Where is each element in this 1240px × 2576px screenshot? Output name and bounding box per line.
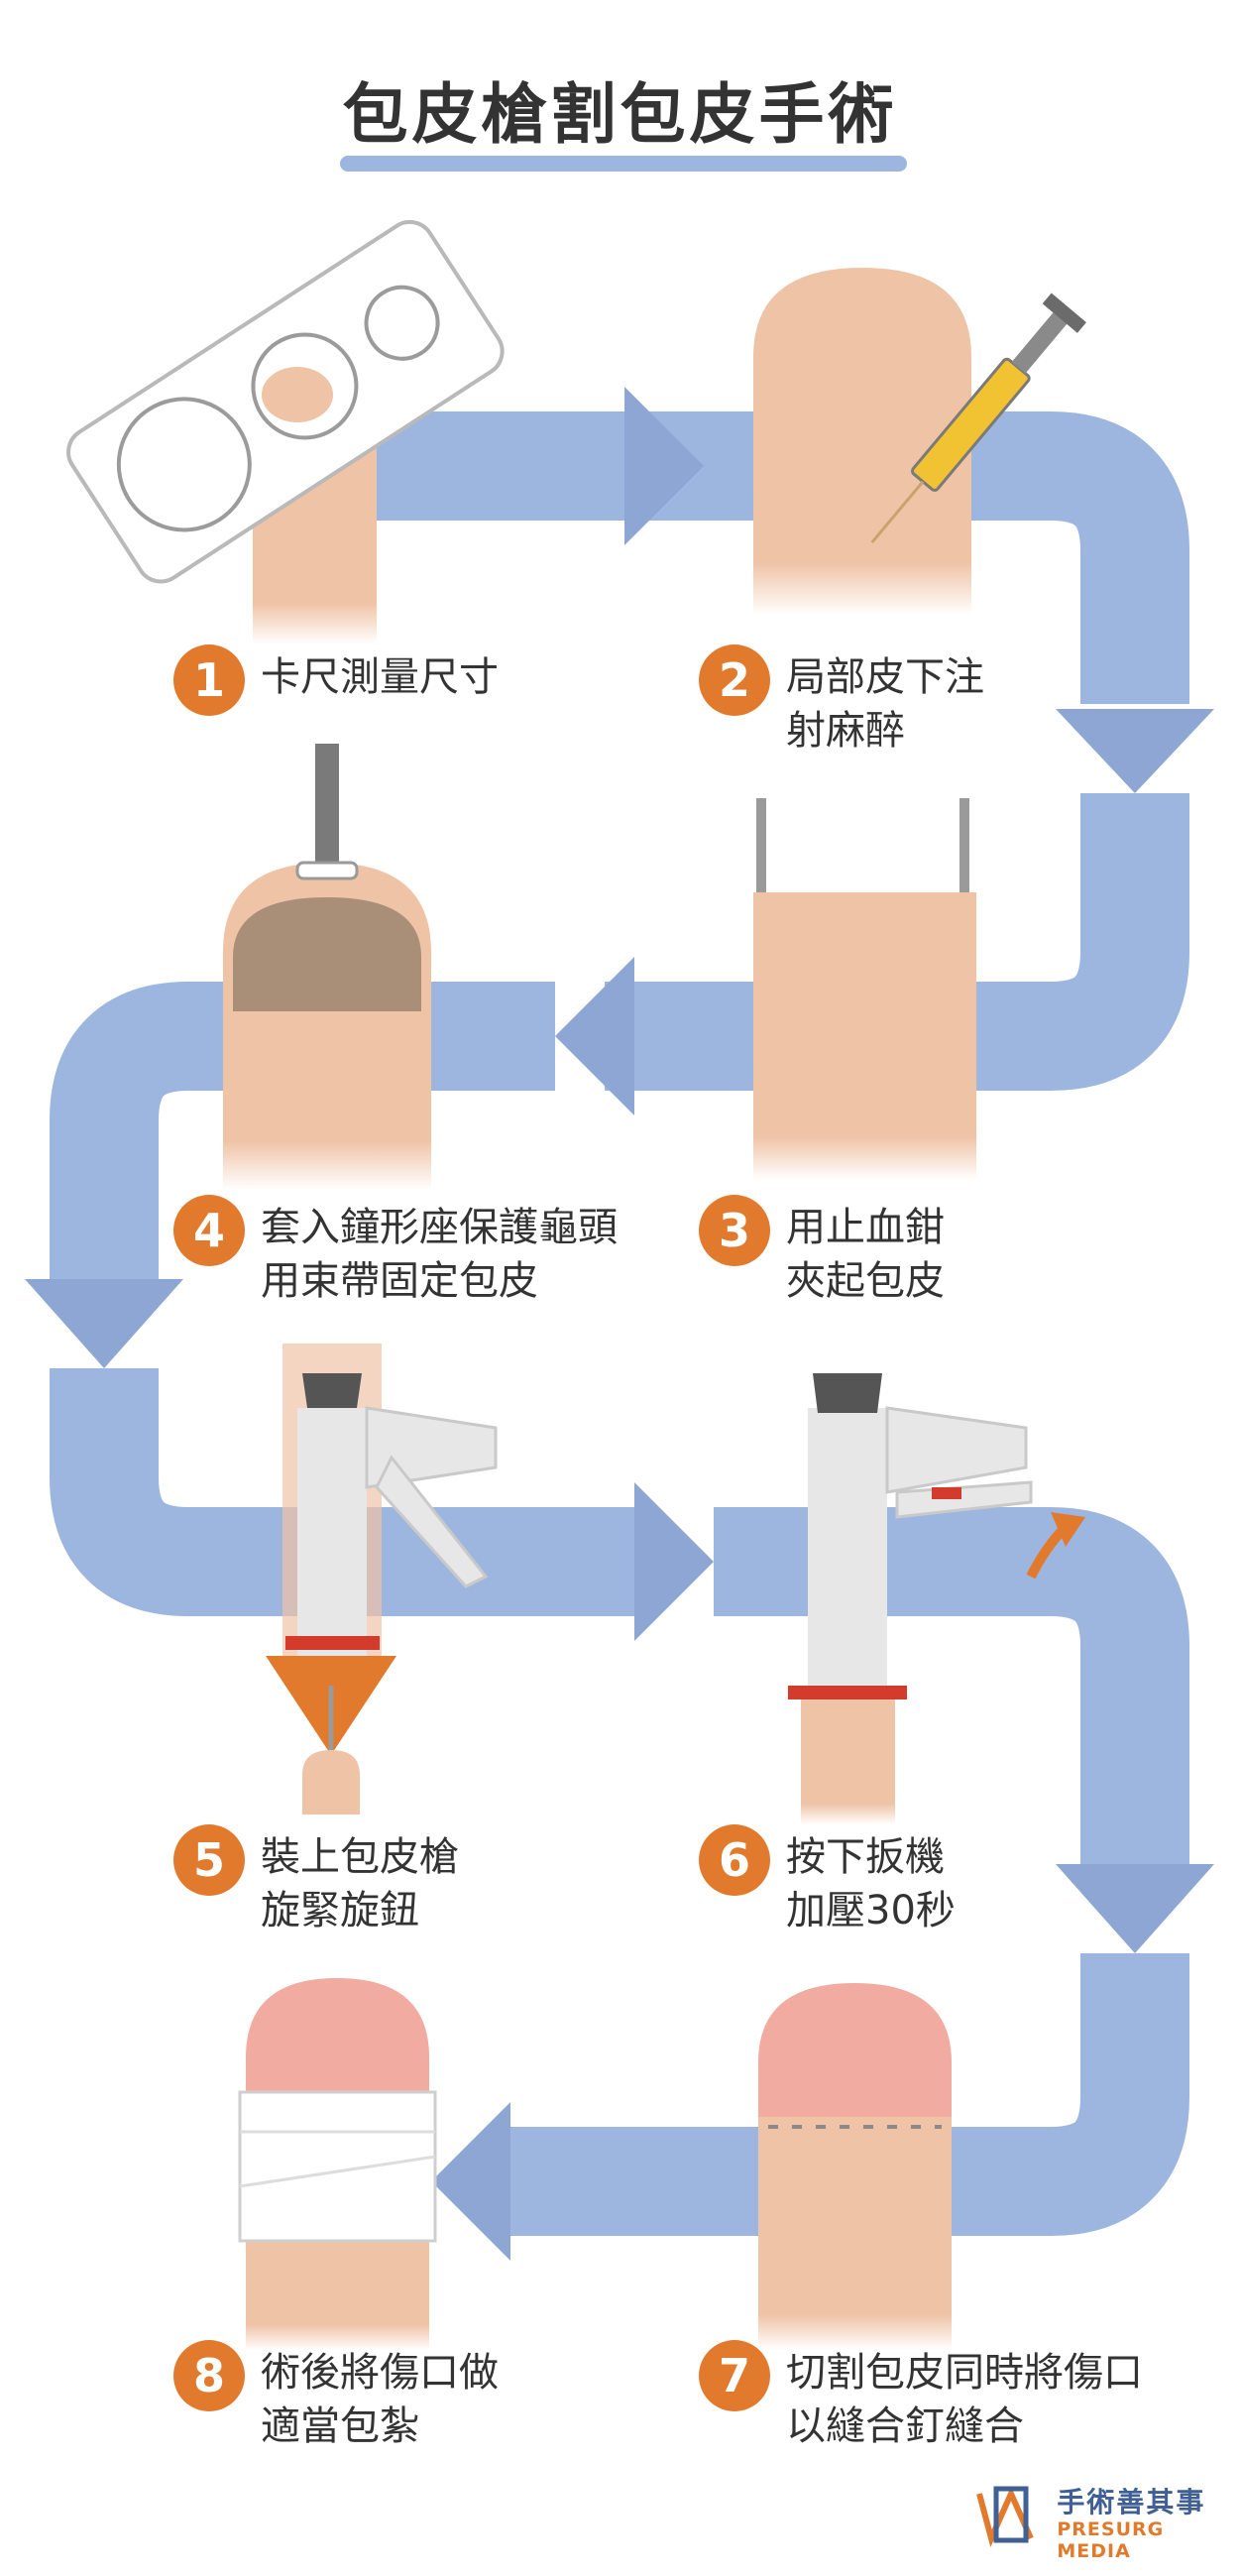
step5-illustration (266, 1344, 498, 1815)
step-label: 套入鐘形座保護龜頭 用束帶固定包皮 (261, 1205, 618, 1304)
step-label: 裝上包皮槍 旋緊旋鈕 (261, 1834, 459, 1933)
flow-arrow (50, 411, 1189, 2236)
gun-knob-icon-2 (813, 1373, 882, 1413)
step2-illustration (753, 268, 1086, 615)
clamp-right-icon (959, 798, 969, 892)
arrowhead-6 (1056, 1864, 1214, 1953)
arrowhead-3 (555, 957, 634, 1115)
step8-illustration (238, 1978, 437, 2350)
step-label: 按下扳機 加壓30秒 (786, 1834, 956, 1933)
arrowhead-2 (1056, 709, 1214, 793)
step-7: 7 切割包皮同時將傷口 以縫合釘縫合 (699, 2340, 1143, 2453)
band-icon (295, 861, 359, 880)
step-number-badge: 6 (699, 1824, 770, 1896)
step-4: 4 套入鐘形座保護龜頭 用束帶固定包皮 (173, 1195, 618, 1308)
step-label: 卡尺測量尺寸 (261, 654, 499, 700)
bandage-icon (238, 2090, 437, 2243)
step-number-badge: 2 (699, 644, 770, 716)
step-6: 6 按下扳機 加壓30秒 (699, 1824, 956, 1937)
step-number-badge: 3 (699, 1195, 770, 1266)
step-number-badge: 8 (173, 2340, 245, 2411)
step1-illustration (66, 219, 505, 644)
step6-illustration (788, 1373, 1085, 1824)
step-label: 用止血鉗 夾起包皮 (786, 1205, 945, 1304)
flow-arrow-row1 (377, 411, 1189, 704)
bell-icon (233, 897, 421, 1011)
brand-logo-icon (976, 2486, 1034, 2547)
arrow-heads (25, 387, 1214, 2261)
flow-arrow-row2b (50, 982, 555, 1279)
step-label: 切割包皮同時將傷口 以縫合釘縫合 (786, 2350, 1143, 2449)
flow-arrow-row3b (714, 1507, 1189, 1864)
page-title: 包皮槍割包皮手術 (342, 76, 898, 153)
clamp-left-icon (756, 798, 766, 892)
flow-arrow-row2 (605, 793, 1189, 1091)
brand-name-en: PRESURG MEDIA (1057, 2518, 1165, 2562)
step4-illustration (223, 744, 431, 1190)
flow-arrow-row3 (50, 1368, 654, 1616)
step-number-badge: 1 (173, 644, 245, 716)
step-label: 局部皮下注 射麻醉 (786, 654, 984, 754)
arrowhead-5 (634, 1482, 714, 1641)
syringe-icon (870, 293, 1086, 544)
flow-arrow-row4 (510, 1953, 1189, 2236)
step-number-badge: 4 (173, 1195, 245, 1266)
step-label: 術後將傷口做 適當包紮 (261, 2350, 499, 2449)
step-1: 1 卡尺測量尺寸 (173, 644, 499, 716)
brand-mark: 手術善其事 PRESURG MEDIA (991, 2486, 1240, 2563)
title-underline (340, 156, 907, 172)
arrowhead-1 (624, 387, 704, 545)
step-5: 5 裝上包皮槍 旋緊旋鈕 (173, 1824, 459, 1937)
step-number-badge: 5 (173, 1824, 245, 1896)
step-2: 2 局部皮下注 射麻醉 (699, 644, 984, 758)
step-3: 3 用止血鉗 夾起包皮 (699, 1195, 945, 1308)
step7-illustration (758, 1983, 952, 2350)
step3-illustration (753, 798, 976, 1180)
step-8: 8 術後將傷口做 適當包紮 (173, 2340, 499, 2453)
brand-name-zh: 手術善其事 (1057, 2486, 1206, 2518)
arrowhead-4 (25, 1279, 183, 1368)
gun-knob-icon (302, 1373, 362, 1408)
step-number-badge: 7 (699, 2340, 770, 2411)
arrowhead-7 (431, 2102, 510, 2261)
